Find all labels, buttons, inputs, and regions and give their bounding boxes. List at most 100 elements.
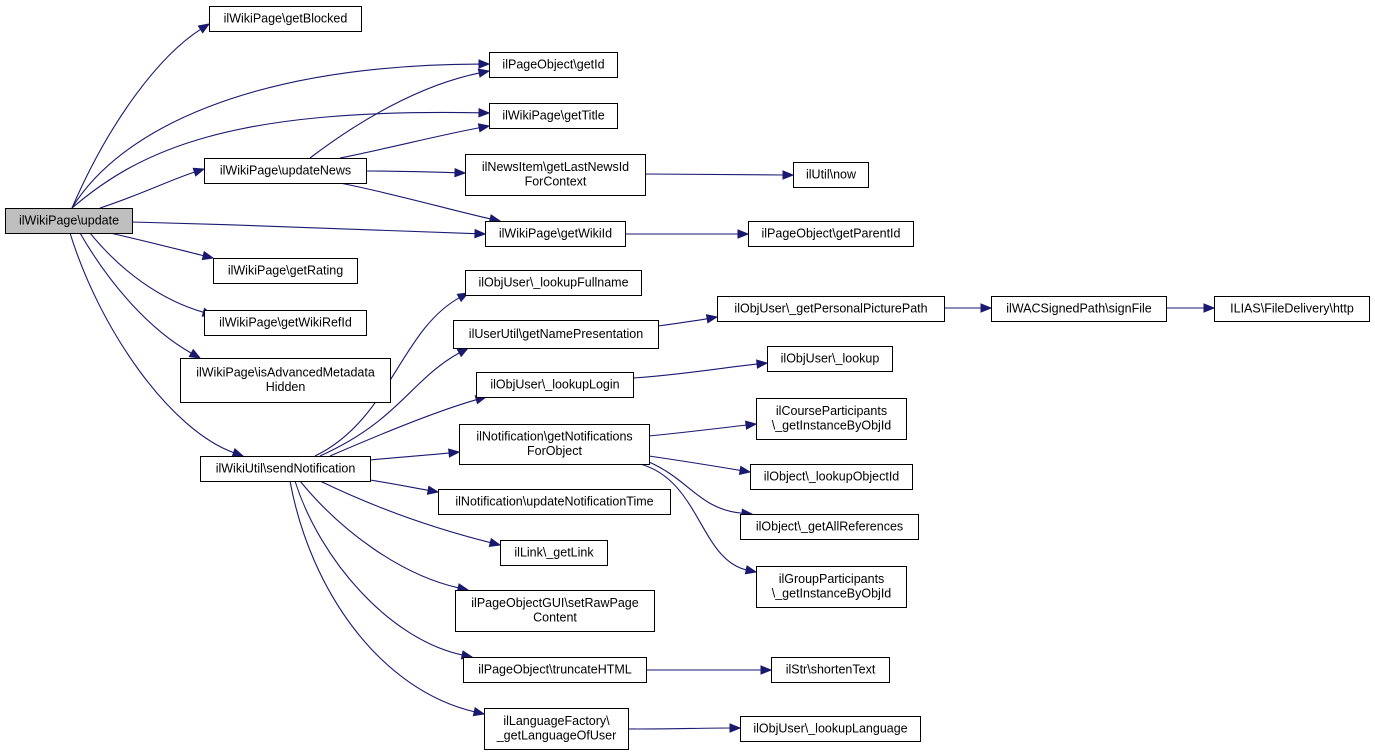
node-box[interactable] xyxy=(200,456,371,482)
node-box[interactable] xyxy=(459,424,650,465)
node-getAllReferences[interactable]: ilObject\_getAllReferences xyxy=(740,514,919,540)
node-label: \_getInstanceByObjId xyxy=(772,419,892,433)
arrowhead-icon xyxy=(705,314,719,324)
node-box[interactable] xyxy=(748,221,914,247)
node-now[interactable]: ilUtil\now xyxy=(793,162,869,188)
node-box[interactable] xyxy=(204,310,367,336)
node-label: ilWikiPage\getWikiId xyxy=(499,226,612,240)
edge-line xyxy=(109,232,205,257)
edge-line xyxy=(329,398,478,457)
edge-line xyxy=(339,182,492,220)
node-box[interactable] xyxy=(750,464,913,490)
arrowhead-icon xyxy=(744,565,758,575)
node-updateNews[interactable]: ilWikiPage\updateNews xyxy=(204,158,367,184)
arrowhead-icon xyxy=(1203,303,1216,313)
node-lookup[interactable]: ilObjUser\_lookup xyxy=(767,346,893,372)
node-label: ilObject\_lookupObjectId xyxy=(764,469,900,483)
node-label: ilLink\_getLink xyxy=(514,545,594,559)
node-getLanguageOfUser[interactable]: ilLanguageFactory\_getLanguageOfUser xyxy=(484,708,629,750)
node-getParentId[interactable]: ilPageObject\getParentId xyxy=(748,221,914,247)
node-box[interactable] xyxy=(180,358,391,403)
node-label: ilPageObject\getId xyxy=(502,57,604,71)
node-label: ilStr\shortenText xyxy=(786,662,876,676)
node-getWikiRefId[interactable]: ilWikiPage\getWikiRefId xyxy=(204,310,367,336)
node-lookupObjectId[interactable]: ilObject\_lookupObjectId xyxy=(750,464,913,490)
arrowhead-icon xyxy=(477,68,491,78)
node-box[interactable] xyxy=(717,296,945,322)
node-box[interactable] xyxy=(463,657,647,683)
edge-update-to-getWikiRefId xyxy=(89,232,215,317)
node-lookupLogin[interactable]: ilObjUser\_lookupLogin xyxy=(476,372,634,398)
arrowhead-icon xyxy=(488,537,502,548)
node-box[interactable] xyxy=(476,372,634,398)
edge-signFile-to-http xyxy=(1165,303,1216,313)
node-label: ilWikiPage\updateNews xyxy=(220,163,351,177)
node-box[interactable] xyxy=(767,346,893,372)
node-getWikiId[interactable]: ilWikiPage\getWikiId xyxy=(485,221,626,247)
node-box[interactable] xyxy=(204,158,367,184)
node-box[interactable] xyxy=(740,514,919,540)
node-box[interactable] xyxy=(756,566,907,608)
node-shortenText[interactable]: ilStr\shortenText xyxy=(771,657,890,683)
node-label: ilObjUser\_getPersonalPicturePath xyxy=(734,301,927,315)
node-box[interactable] xyxy=(793,162,869,188)
edge-line xyxy=(369,479,430,491)
arrowhead-icon xyxy=(477,123,491,133)
node-getBlocked[interactable]: ilWikiPage\getBlocked xyxy=(209,6,362,32)
node-getRating[interactable]: ilWikiPage\getRating xyxy=(213,258,358,284)
node-label: ilWikiUtil\sendNotification xyxy=(216,461,356,475)
node-box[interactable] xyxy=(209,6,362,32)
edge-getNotificationsForObject-to-lookupObjectId xyxy=(648,455,752,475)
node-getId[interactable]: ilPageObject\getId xyxy=(489,52,618,78)
arrowhead-icon xyxy=(980,303,993,313)
node-box[interactable] xyxy=(500,540,608,566)
node-label: ilUtil\now xyxy=(806,167,857,181)
node-box[interactable] xyxy=(453,320,659,349)
node-updateNotificationTime[interactable]: ilNotification\updateNotificationTime xyxy=(438,489,671,515)
node-label: ilObjUser\_lookup xyxy=(781,351,880,365)
node-box[interactable] xyxy=(489,52,618,78)
edge-sendNotification-to-updateNotificationTime xyxy=(369,479,440,495)
node-signFile[interactable]: ilWACSignedPath\signFile xyxy=(991,296,1167,322)
node-box[interactable] xyxy=(489,103,618,129)
edge-getNamePresentation-to-getPersonalPicturePath xyxy=(657,314,719,327)
edge-line xyxy=(319,480,492,544)
node-courseParticipants[interactable]: ilCourseParticipants\_getInstanceByObjId xyxy=(756,398,907,440)
node-box[interactable] xyxy=(455,590,655,632)
node-box[interactable] xyxy=(465,154,646,196)
node-getPersonalPicturePath[interactable]: ilObjUser\_getPersonalPicturePath xyxy=(717,296,945,322)
node-getNamePresentation[interactable]: ilUserUtil\getNamePresentation xyxy=(453,320,659,349)
node-box[interactable] xyxy=(485,221,626,247)
node-box[interactable] xyxy=(465,270,642,296)
node-label: _getLanguageOfUser xyxy=(496,729,617,743)
arrowhead-icon xyxy=(782,170,795,180)
node-getTitle[interactable]: ilWikiPage\getTitle xyxy=(489,103,618,129)
arrowhead-icon xyxy=(737,229,750,239)
node-box[interactable] xyxy=(771,657,890,683)
edge-line xyxy=(79,232,193,355)
node-sendNotification[interactable]: ilWikiUtil\sendNotification xyxy=(200,456,371,482)
edge-line xyxy=(294,480,464,656)
node-box[interactable] xyxy=(213,258,358,284)
edge-line xyxy=(639,463,748,571)
node-truncateHTML[interactable]: ilPageObject\truncateHTML xyxy=(463,657,647,683)
node-lookupFullname[interactable]: ilObjUser\_lookupFullname xyxy=(465,270,642,296)
node-box[interactable] xyxy=(1214,296,1370,322)
node-box[interactable] xyxy=(740,716,921,742)
node-box[interactable] xyxy=(438,489,671,515)
node-box[interactable] xyxy=(756,398,907,440)
node-label: ilWikiPage\getBlocked xyxy=(224,11,348,25)
node-lookupLanguage[interactable]: ilObjUser\_lookupLanguage xyxy=(740,716,921,742)
node-update[interactable]: ilWikiPage\update xyxy=(5,208,133,234)
node-getLink[interactable]: ilLink\_getLink xyxy=(500,540,608,566)
node-box[interactable] xyxy=(5,208,133,234)
node-http[interactable]: ILIAS\FileDelivery\http xyxy=(1214,296,1370,322)
node-groupParticipants[interactable]: ilGroupParticipants\_getInstanceByObjId xyxy=(756,566,907,608)
node-box[interactable] xyxy=(991,296,1167,322)
node-box[interactable] xyxy=(484,708,629,750)
arrowhead-icon xyxy=(454,167,467,178)
